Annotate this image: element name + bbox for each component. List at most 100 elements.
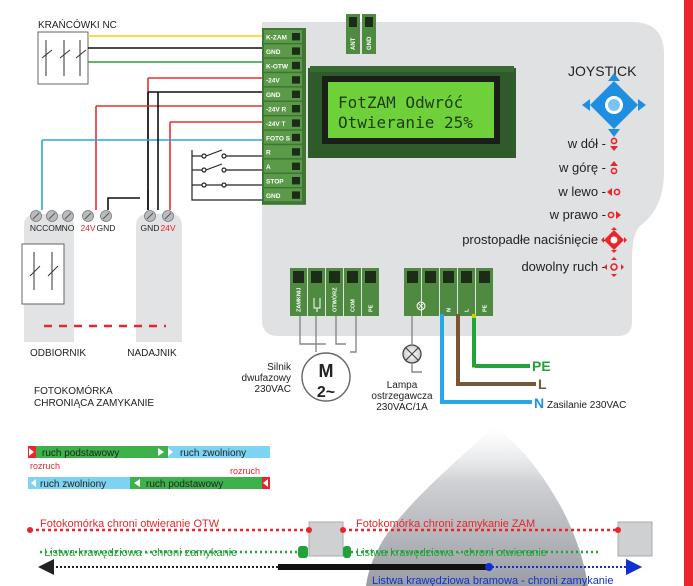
- limit-switches-title: KRAŃCÓWKI NC: [38, 18, 117, 31]
- lcd-line-2: Otwieranie 25%: [338, 113, 473, 132]
- terminal-screw: [292, 90, 300, 98]
- movement-row-1: ruch podstawowy ruch zwolniony rozruch: [28, 446, 270, 471]
- power-cables: [440, 314, 536, 404]
- screw-terminal-label: 24V: [160, 223, 175, 233]
- terminal-screw: [292, 33, 300, 41]
- any-move-icon: [604, 257, 624, 277]
- foto-otw-label: Fotokomórka chroni otwieranie OTW: [40, 518, 220, 530]
- push-buttons: [191, 149, 262, 201]
- terminal-screw: [292, 191, 300, 199]
- joystick-legend-label: w lewo -: [557, 184, 606, 199]
- joystick-legend-label: dowolny ruch -: [521, 259, 606, 274]
- terminal-label: -24V R: [266, 107, 287, 114]
- screw-terminal-label: GND: [141, 223, 160, 233]
- lcd-line-1: FotZAM Odwróć: [338, 93, 463, 112]
- bottom-terminal-label: COM: [351, 299, 357, 312]
- motor-symbol-bottom: 2~: [317, 384, 335, 401]
- power-supply-label: Zasilanie 230VAC: [547, 400, 626, 411]
- photocell-caption-2: CHRONIĄCA ZAMYKANIE: [34, 398, 154, 409]
- press-icon: [601, 227, 627, 253]
- terminal-screw: [292, 177, 300, 185]
- terminal-block-motor: ZAMKNIJ OTWÓRZ COM PE: [290, 268, 379, 316]
- motor-label-3: 230VAC: [254, 384, 291, 395]
- terminal-screw: [292, 148, 300, 156]
- limit-switch-icon: [41, 40, 87, 76]
- joystick-legend: w dół -w górę -w lewo -w prawo -prostopa…: [462, 136, 627, 277]
- row1-slow-label: ruch zwolniony: [180, 448, 246, 459]
- terminal-label: FOTO S: [266, 135, 291, 142]
- lamp-label-1: Lampa: [387, 380, 418, 391]
- antenna-terminal-label: GND: [367, 36, 373, 50]
- gate-schematic: [27, 521, 653, 575]
- terminal-screw: [292, 61, 300, 70]
- antenna-terminal-label: ANT: [351, 37, 357, 50]
- terminal-label: K-OTW: [266, 63, 289, 70]
- listwa-bramowa-label: Listwa krawędziowa bramowa - chroni zamy…: [372, 575, 613, 586]
- row1-main-label: ruch podstawowy: [42, 448, 119, 459]
- road-graphic: [366, 426, 588, 586]
- bottom-terminal-label: ZAMKNIJ: [297, 288, 303, 312]
- terminal-screw: [292, 119, 300, 127]
- joystick-legend-label: w górę -: [558, 160, 606, 175]
- joystick-legend-label: w dół -: [567, 136, 606, 151]
- row1-start-label: rozruch: [30, 461, 60, 471]
- terminal-block-antenna: ANT GND: [346, 14, 376, 54]
- row2-start-label: rozruch: [230, 466, 260, 476]
- screw-terminal-label: COM: [42, 223, 62, 233]
- arrow-left-icon: [607, 188, 621, 196]
- terminal-label: GND: [266, 92, 281, 99]
- motor-symbol-top: M: [319, 361, 334, 381]
- row2-main-label: ruch podstawowy: [146, 479, 223, 490]
- arrow-right-icon: [607, 211, 621, 219]
- terminal-screw: [292, 47, 300, 55]
- terminal-label: STOP: [266, 179, 284, 186]
- motor-label-2: dwufazowy: [242, 373, 291, 384]
- transmitter-label: NADAJNIK: [127, 348, 177, 359]
- terminal-label: -24V: [266, 78, 280, 85]
- lamp-icon: [402, 344, 422, 364]
- joystick-legend-label: prostopadłe naciśnięcie -: [462, 232, 606, 247]
- arrow-down-icon: [610, 137, 618, 151]
- wires-bottom: [299, 316, 422, 373]
- lcd-display: FotZAM Odwróć Otwieranie 25%: [308, 66, 516, 158]
- listwa-left-label: Listwa krawędziowa - chroni zamykanie: [44, 547, 237, 559]
- terminal-screw: [292, 105, 300, 113]
- screw-terminal-label: NO: [62, 223, 75, 233]
- joystick-title: JOYSTICK: [568, 63, 637, 79]
- bottom-terminal-label: PE: [369, 304, 375, 312]
- screw-terminal-label: NC: [30, 223, 42, 233]
- receiver-label: ODBIORNIK: [30, 348, 86, 359]
- terminal-screw: [292, 162, 300, 170]
- bottom-terminal-label: L: [465, 308, 471, 312]
- terminal-label: GND: [266, 49, 281, 56]
- screw-terminal-label: 24V: [80, 223, 95, 233]
- photocell-transmitter: [136, 214, 182, 342]
- terminal-screw: [292, 76, 300, 84]
- bottom-terminal-label: PE: [483, 304, 489, 312]
- motor-symbol: M 2~: [301, 352, 351, 402]
- joystick-icon: [582, 73, 646, 137]
- terminal-label: GND: [266, 193, 281, 200]
- foto-zam-label: Fotokomórka chroni zamykanie ZAM: [356, 518, 535, 530]
- terminal-block-power: N L PE: [404, 268, 493, 316]
- bottom-terminal-label: N: [447, 308, 453, 312]
- terminal-label: -24V T: [266, 121, 286, 128]
- bottom-terminal-label: OTWÓRZ: [331, 287, 339, 312]
- movement-row-2: rozruch ruch zwolniony ruch podstawowy: [28, 466, 270, 490]
- power-l-label: L: [538, 376, 547, 392]
- terminal-screw: [292, 133, 300, 142]
- motor-label-1: Silnik: [267, 362, 292, 373]
- lamp-label-3: 230VAC/1A: [376, 402, 428, 413]
- wires-top: [41, 35, 262, 210]
- power-n-label: N: [534, 395, 544, 411]
- arrow-up-icon: [610, 161, 618, 175]
- photocell-caption-1: FOTOKOMÓRKA: [34, 384, 113, 397]
- edge-accent-bar: [684, 0, 693, 586]
- terminal-label: A: [266, 164, 271, 171]
- listwa-right-label: Listwa krawędziowa - chroni otwieranie: [356, 547, 547, 559]
